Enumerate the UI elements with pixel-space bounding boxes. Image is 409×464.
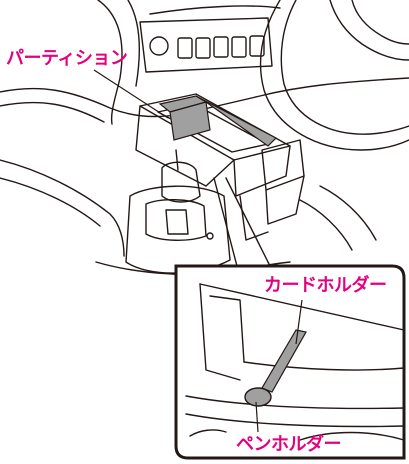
inset-tray-rim <box>209 295 245 363</box>
dashboard-lower-edge-2 <box>0 101 105 123</box>
inset-tray-front-2 <box>185 413 405 428</box>
partition-leader-line <box>93 69 169 119</box>
panel-switch-4 <box>231 36 247 58</box>
gear-shift-slot <box>165 209 189 235</box>
pen-holder-label: ペンホルダー <box>236 434 342 455</box>
console-tray-side <box>233 145 291 197</box>
bolt <box>206 232 214 240</box>
panel-knob <box>149 36 169 56</box>
gear-lever <box>175 149 179 171</box>
panel-switch-1 <box>177 37 193 59</box>
inset-tray-front <box>185 395 405 410</box>
dashboard-lower-edge <box>0 77 409 118</box>
inset-tray-floor <box>243 361 405 371</box>
card-holder-leader-line <box>295 299 303 345</box>
card-holder-label: カードホルダー <box>264 275 387 296</box>
panel-switch-3 <box>213 36 229 58</box>
panel-frame-top <box>149 5 281 15</box>
switch-panel <box>139 17 273 73</box>
floor-line-left-2 <box>0 177 101 227</box>
zoom-line-right <box>225 177 273 271</box>
card-holder-slot <box>261 329 307 393</box>
zoom-line-left <box>213 177 239 271</box>
floor-line-left <box>0 159 125 257</box>
steering-wheel-outer <box>259 0 409 151</box>
inset-panel <box>174 264 406 460</box>
console-bracket <box>265 175 305 225</box>
inset-curve-2 <box>189 429 227 437</box>
gear-shift-base <box>125 185 231 274</box>
console-tray-front <box>135 105 235 187</box>
seat-line-2 <box>319 185 377 241</box>
gear-shift-knob <box>161 161 201 203</box>
steering-spoke-2 <box>351 0 409 45</box>
steering-spoke <box>329 0 409 61</box>
panel-switch-2 <box>195 37 211 59</box>
steering-wheel-inner <box>280 0 409 135</box>
partition-highlight-3 <box>169 101 211 141</box>
dashboard-outline <box>97 0 123 125</box>
partition-highlight-2 <box>195 95 278 147</box>
pen-holder <box>244 387 272 407</box>
pen-holder-leader-line <box>255 401 259 433</box>
panel-switch-5 <box>249 35 265 57</box>
inset-tray-left <box>199 283 241 381</box>
inset-curve <box>299 431 405 441</box>
dashboard-outline-inner <box>127 0 140 87</box>
seat-line <box>299 199 353 251</box>
gear-shift-gate <box>145 199 207 241</box>
partition-label: パーティション <box>6 48 128 69</box>
inset-border <box>174 264 406 460</box>
inset-tray-back <box>199 283 405 331</box>
